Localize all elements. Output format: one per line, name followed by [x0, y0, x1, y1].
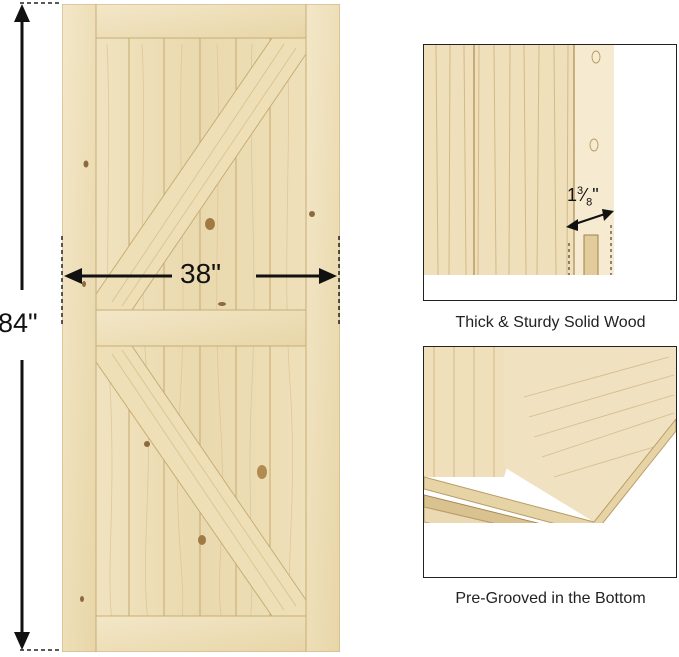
- thickness-numerator: 3: [577, 185, 584, 197]
- barn-door-image: [62, 4, 340, 652]
- solid-wood-caption: Thick & Sturdy Solid Wood: [455, 314, 646, 331]
- width-dimension: 38": [60, 236, 344, 326]
- thickness-denominator: 8: [586, 196, 593, 209]
- width-label: 38": [180, 258, 222, 289]
- thickness-whole: 1: [567, 185, 578, 205]
- height-arrow-graphic: [14, 2, 62, 651]
- width-arrow-graphic: [61, 236, 340, 326]
- solid-wood-edge-graphic: [424, 45, 676, 300]
- thickness-label: 13⁄8": [567, 185, 599, 209]
- height-label: 84": [0, 306, 38, 341]
- solid-wood-detail-image: 13⁄8": [423, 44, 677, 301]
- pre-grooved-detail-image: [423, 346, 677, 578]
- groove-edge-graphic: [424, 347, 676, 577]
- thickness-unit: ": [592, 185, 599, 205]
- pre-grooved-caption: Pre-Grooved in the Bottom: [455, 590, 646, 607]
- barn-door-graphic: [62, 4, 340, 652]
- height-dimension: 84": [0, 0, 62, 657]
